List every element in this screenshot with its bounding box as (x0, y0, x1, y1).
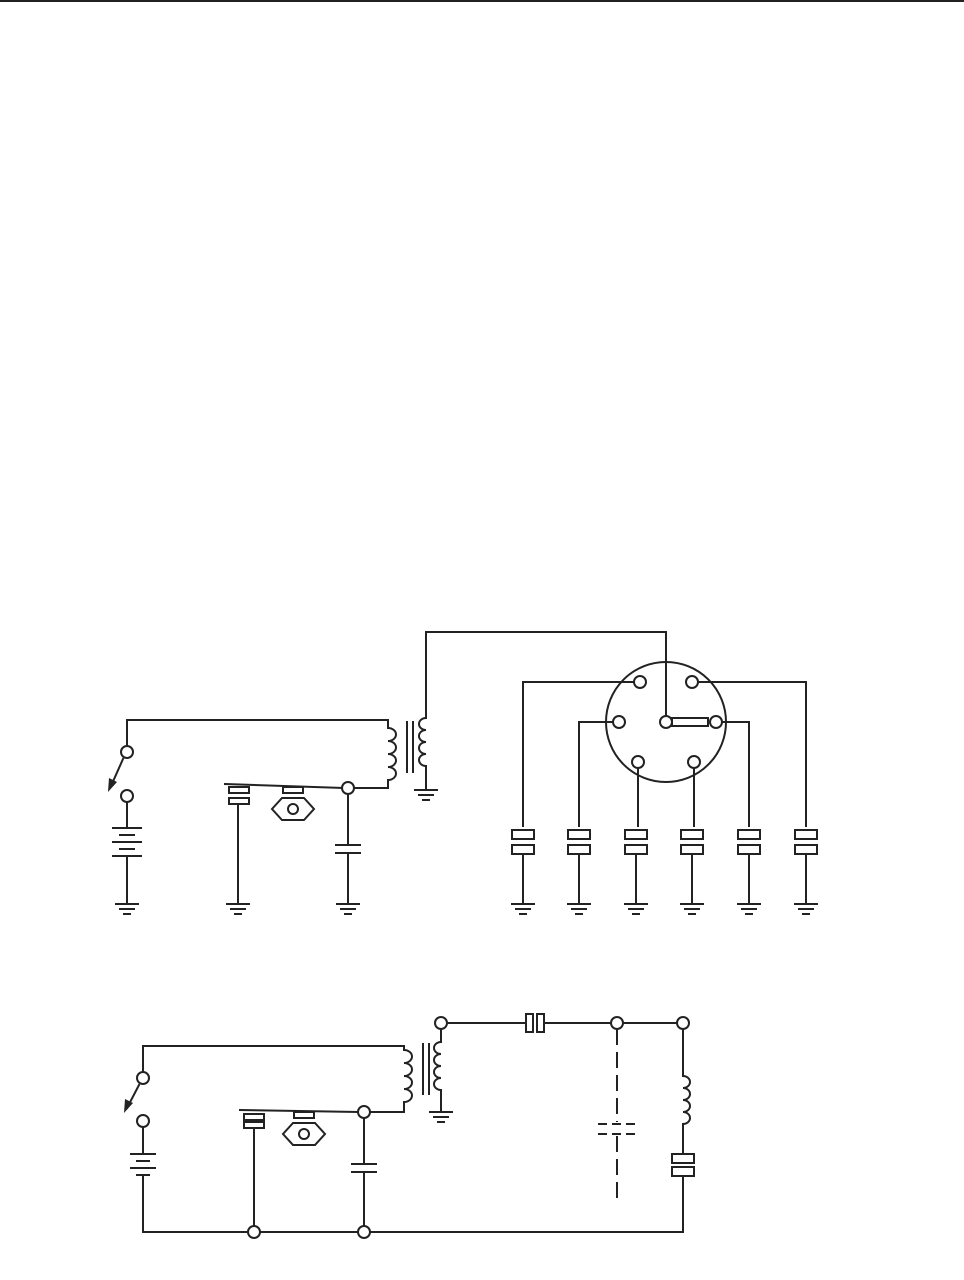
top-battery-branch (108, 720, 388, 914)
spark-plug (624, 830, 648, 914)
bottom-ground-node (358, 1226, 370, 1238)
bottom-condenser-node (358, 1106, 370, 1118)
ground-icon (414, 790, 438, 800)
bottom-junction-node (611, 1017, 623, 1029)
bottom-junction-node (677, 1017, 689, 1029)
top-condenser-node (342, 782, 354, 794)
spark-plug (794, 830, 818, 914)
spark-plug (567, 830, 591, 914)
spark-plug (737, 830, 761, 914)
spark-plug (680, 830, 704, 914)
bottom-ignition-coil (404, 1017, 453, 1122)
bottom-spark-gap (526, 1014, 533, 1032)
bottom-stray-capacitance (598, 1029, 636, 1205)
distributor-center-terminal (660, 716, 672, 728)
bottom-hv-winding (683, 1076, 690, 1124)
top-switch-terminal (121, 746, 133, 758)
top-breaker-assembly (225, 780, 388, 914)
spark-plug (511, 830, 535, 914)
top-switch-terminal (121, 790, 133, 802)
top-battery (113, 828, 141, 856)
ground-icon (115, 904, 139, 914)
ground-icon (429, 1112, 453, 1122)
bottom-switch-terminal (137, 1115, 149, 1127)
bottom-spark-plug (672, 1154, 694, 1176)
bottom-switch-terminal (137, 1072, 149, 1084)
ground-icon (336, 904, 360, 914)
bottom-diagram (124, 1014, 694, 1238)
top-distributor (606, 632, 726, 782)
bottom-breaker-assembly (240, 1102, 404, 1226)
top-spark-plugs (511, 830, 818, 914)
bottom-output-circuit (447, 1014, 694, 1232)
bottom-battery-branch (124, 1046, 683, 1238)
distributor-rotor (672, 718, 708, 726)
bottom-coil-output-terminal (435, 1017, 447, 1029)
bottom-ground-node (248, 1226, 260, 1238)
ground-icon (226, 904, 250, 914)
bottom-battery (131, 1154, 155, 1175)
top-diagram (108, 632, 818, 914)
